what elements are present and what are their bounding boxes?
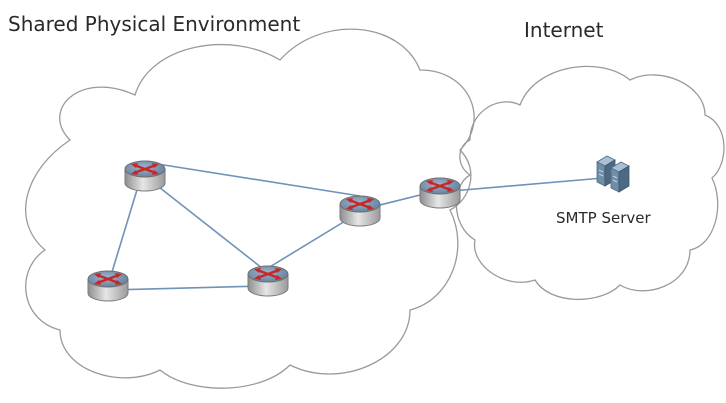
smtp-server-label: SMTP Server: [556, 209, 651, 227]
shared-environment-label: Shared Physical Environment: [8, 12, 301, 36]
link-tl-left-bottom: [111, 179, 141, 273]
router-icon: [123, 159, 167, 193]
router-icon: [86, 269, 130, 303]
link-left-bottom-center: [111, 285, 263, 291]
router-icon: [418, 176, 462, 210]
link-tl-right: [144, 161, 361, 197]
router-icon: [246, 264, 290, 298]
link-tl-center-bottom: [149, 179, 263, 269]
link-edge-smtp: [439, 177, 604, 193]
server-icon: [596, 155, 630, 193]
shared-environment-cloud: [25, 28, 475, 389]
router-icon: [338, 194, 382, 228]
internet-cloud: [455, 65, 725, 301]
internet-label: Internet: [524, 18, 604, 42]
